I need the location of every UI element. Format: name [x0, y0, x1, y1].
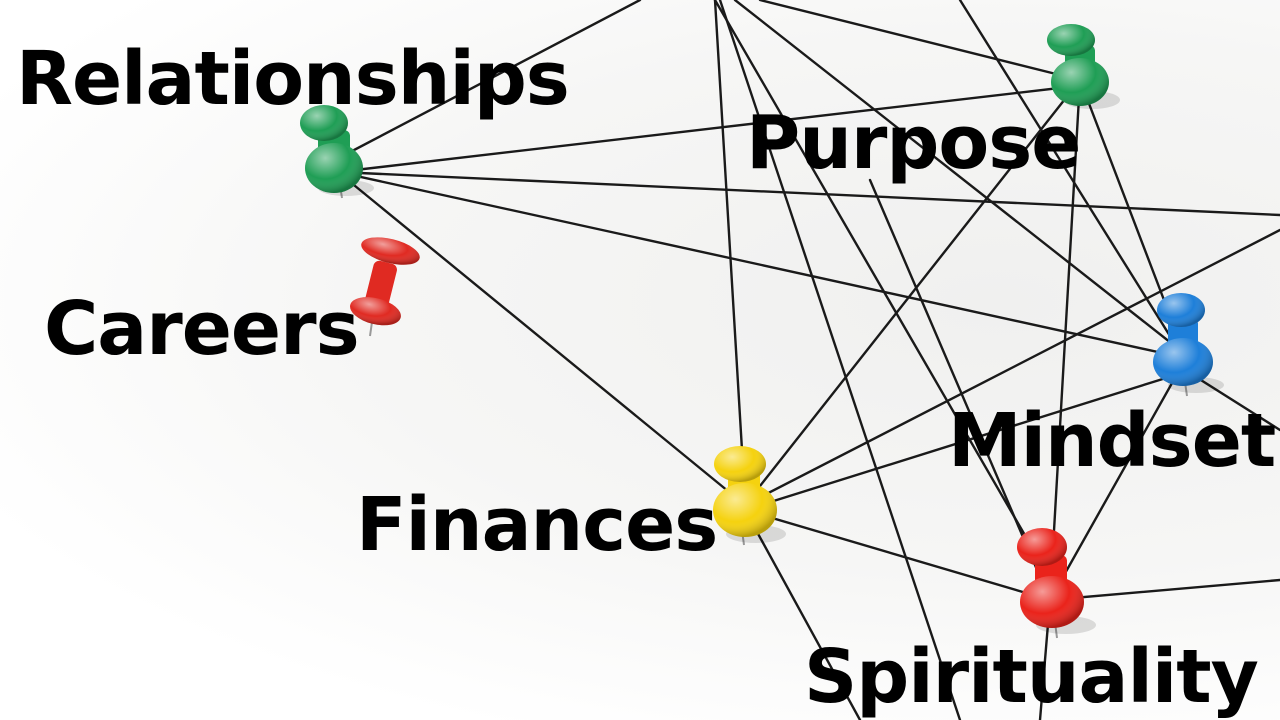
string-line [336, 170, 1280, 217]
string-lines [333, 0, 1280, 720]
string-line [743, 508, 862, 720]
string-line [336, 170, 1187, 360]
string-line [733, 0, 1182, 352]
label-finances: Finances [356, 482, 718, 568]
blue-pin [1153, 293, 1224, 397]
string-line [336, 170, 747, 507]
label-purpose: Purpose [746, 100, 1081, 186]
label-careers: Careers [44, 286, 360, 372]
green-pin-top-right [1047, 24, 1120, 109]
string-line [743, 508, 1052, 602]
string-line [743, 228, 1280, 507]
string-line [718, 0, 962, 720]
string-line [958, 0, 1187, 362]
string-line [713, 0, 1050, 577]
label-mindset: Mindset [948, 398, 1276, 484]
string-line [868, 178, 1052, 602]
string-line [743, 370, 1187, 512]
string-line [336, 83, 1087, 174]
label-spirituality: Spirituality [804, 634, 1259, 720]
red-pin-bottom [1017, 528, 1096, 639]
string-line [333, 0, 642, 162]
string-line [713, 0, 747, 502]
string-line [1048, 358, 1187, 602]
red-pin-left [350, 237, 420, 337]
string-line [1048, 578, 1280, 602]
string-line [758, 0, 1062, 77]
green-pin-left [300, 105, 374, 199]
string-line [743, 78, 1082, 507]
yellow-pin [713, 446, 786, 546]
label-relationships: Relationships [16, 36, 570, 122]
